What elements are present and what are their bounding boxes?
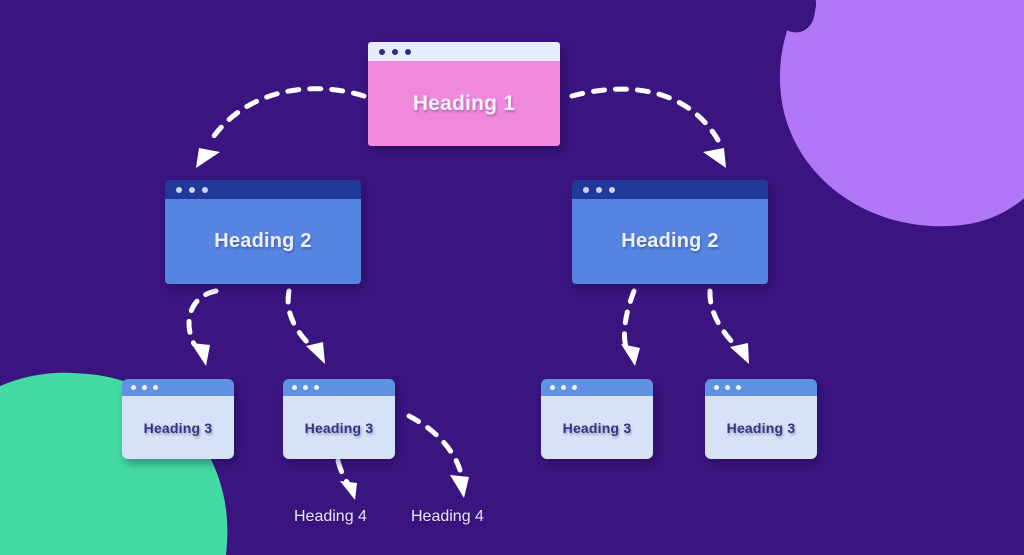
window-title-bar bbox=[165, 180, 361, 199]
window-title-bar bbox=[368, 42, 560, 61]
window-dot-icon bbox=[314, 385, 319, 390]
connector-h2right-to-h3-4 bbox=[707, 288, 749, 364]
node-label: Heading 3 bbox=[726, 419, 796, 436]
connector-h2left-to-h3-1 bbox=[186, 288, 219, 366]
window-title-bar bbox=[122, 379, 234, 396]
connector-h2right-to-h3-3 bbox=[621, 288, 640, 366]
window-body: Heading 2 bbox=[572, 199, 768, 284]
node-card-heading-3-1[interactable]: Heading 3 bbox=[122, 379, 234, 459]
window-dot-icon bbox=[714, 385, 719, 390]
window-dot-icon bbox=[572, 385, 577, 390]
window-body: Heading 3 bbox=[283, 396, 395, 459]
window-body: Heading 1 bbox=[368, 61, 560, 146]
window-title-bar bbox=[705, 379, 817, 396]
window-body: Heading 3 bbox=[705, 396, 817, 459]
node-label: Heading 2 bbox=[214, 230, 312, 252]
window-dot-icon bbox=[736, 385, 741, 390]
node-card-heading-2-left[interactable]: Heading 2 bbox=[165, 180, 361, 284]
window-dot-icon bbox=[153, 385, 158, 390]
window-body: Heading 2 bbox=[165, 199, 361, 284]
node-label: Heading 3 bbox=[304, 419, 374, 436]
node-label: Heading 2 bbox=[621, 230, 719, 252]
connector-h1-to-h2-right bbox=[569, 86, 726, 168]
window-title-bar bbox=[283, 379, 395, 396]
connector-h1-to-h2-left bbox=[196, 86, 367, 168]
node-card-heading-3-4[interactable]: Heading 3 bbox=[705, 379, 817, 459]
window-dot-icon bbox=[725, 385, 730, 390]
connector-h2left-to-h3-2 bbox=[285, 288, 325, 364]
window-title-bar bbox=[541, 379, 653, 396]
window-dot-icon bbox=[303, 385, 308, 390]
node-text-heading-4-1: Heading 4 bbox=[294, 508, 367, 525]
window-dot-icon bbox=[550, 385, 555, 390]
window-dot-icon bbox=[405, 48, 411, 55]
node-card-heading-2-right[interactable]: Heading 2 bbox=[572, 180, 768, 284]
window-dot-icon bbox=[202, 186, 208, 193]
node-card-heading-3-2[interactable]: Heading 3 bbox=[283, 379, 395, 459]
window-body: Heading 3 bbox=[122, 396, 234, 459]
node-card-heading-3-3[interactable]: Heading 3 bbox=[541, 379, 653, 459]
window-dot-icon bbox=[142, 385, 147, 390]
window-dot-icon bbox=[392, 48, 398, 55]
window-dot-icon bbox=[596, 186, 602, 193]
node-label: Heading 3 bbox=[562, 419, 632, 436]
window-dot-icon bbox=[583, 186, 589, 193]
window-dot-icon bbox=[379, 48, 385, 55]
window-dot-icon bbox=[131, 385, 136, 390]
window-dot-icon bbox=[292, 385, 297, 390]
window-dot-icon bbox=[561, 385, 566, 390]
connector-h3-2-to-h4-1 bbox=[335, 458, 357, 500]
window-body: Heading 3 bbox=[541, 396, 653, 459]
window-dot-icon bbox=[176, 186, 182, 193]
node-card-heading-1[interactable]: Heading 1 bbox=[368, 42, 560, 146]
window-dot-icon bbox=[609, 186, 615, 193]
node-label: Heading 1 bbox=[412, 91, 516, 115]
node-text-heading-4-2: Heading 4 bbox=[411, 508, 484, 525]
window-dot-icon bbox=[189, 186, 195, 193]
connector-h3-2-to-h4-2 bbox=[406, 413, 469, 498]
window-title-bar bbox=[572, 180, 768, 199]
node-label: Heading 3 bbox=[143, 419, 213, 436]
